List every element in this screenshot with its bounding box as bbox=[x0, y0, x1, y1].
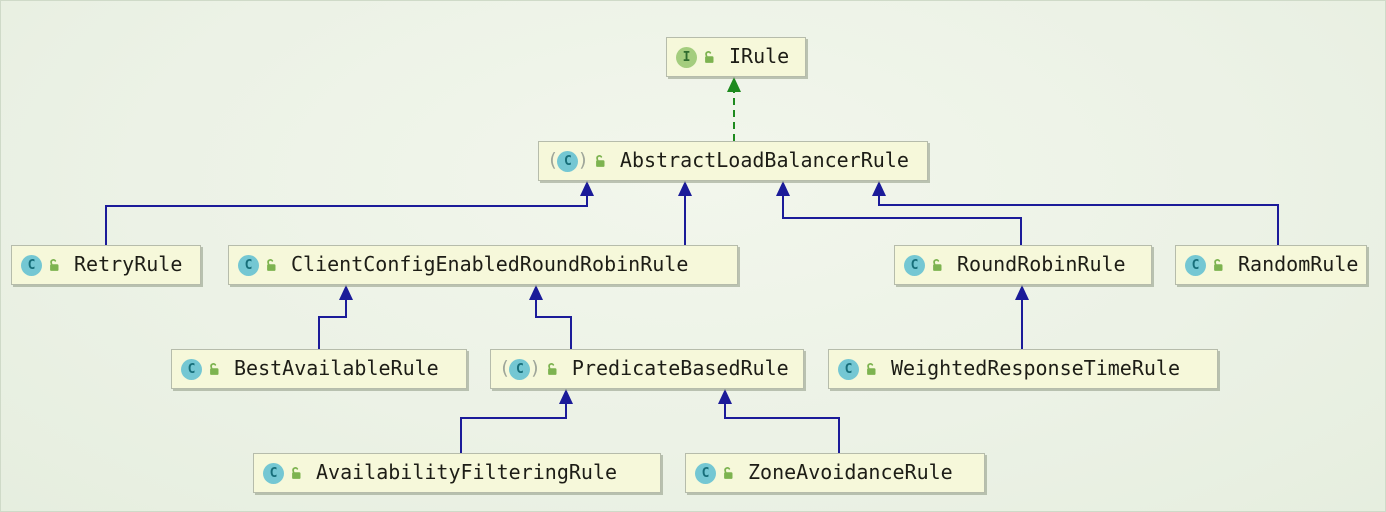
kind-icon: C bbox=[263, 462, 284, 484]
public-visibility-lock-icon bbox=[596, 155, 605, 167]
generalization-arrowhead bbox=[559, 389, 573, 404]
kind-icon: C bbox=[557, 150, 579, 172]
generalization-edge-RandomRule bbox=[878, 193, 1279, 245]
class-node-ZoneAvoidanceRule[interactable]: ( C ) ZoneAvoidanceRule bbox=[685, 453, 985, 493]
generalization-edge-RetryRule bbox=[105, 193, 588, 245]
class-name-label: RetryRule bbox=[74, 252, 183, 276]
generalization-arrowhead bbox=[718, 389, 732, 404]
class-name-label: RandomRule bbox=[1238, 252, 1359, 276]
class-name-label: WeightedResponseTimeRule bbox=[891, 356, 1180, 380]
public-visibility-lock-icon bbox=[548, 363, 557, 375]
generalization-arrowhead bbox=[339, 285, 353, 300]
abstract-class-paren-icon: ( bbox=[499, 356, 511, 379]
generalization-edge-AvailabilityFilteringRule bbox=[460, 401, 567, 453]
kind-icon: C bbox=[509, 358, 531, 380]
class-name-label: AvailabilityFilteringRule bbox=[316, 460, 618, 484]
class-node-AvailabilityFilteringRule[interactable]: ( C ) AvailabilityFilteringRule bbox=[253, 453, 661, 493]
abstract-class-paren-icon: ( bbox=[547, 148, 559, 171]
generalization-arrowhead bbox=[1015, 285, 1029, 300]
public-visibility-lock-icon bbox=[1214, 259, 1223, 271]
class-node-RoundRobinRule[interactable]: ( C ) RoundRobinRule bbox=[894, 245, 1152, 285]
class-name-label: ZoneAvoidanceRule bbox=[748, 460, 953, 484]
class-name-label: ClientConfigEnabledRoundRobinRule bbox=[291, 252, 689, 276]
kind-icon: C bbox=[695, 462, 716, 484]
class-node-RetryRule[interactable]: ( C ) RetryRule bbox=[11, 245, 201, 285]
class-name-label: IRule bbox=[729, 44, 790, 68]
public-visibility-lock-icon bbox=[933, 259, 942, 271]
abstract-class-paren-icon: ) bbox=[529, 356, 541, 379]
kind-icon: I bbox=[676, 46, 697, 68]
class-name-label: RoundRobinRule bbox=[957, 252, 1126, 276]
public-visibility-lock-icon bbox=[50, 259, 59, 271]
class-node-BestAvailableRule[interactable]: ( C ) BestAvailableRule bbox=[171, 349, 467, 389]
kind-icon: C bbox=[181, 358, 202, 380]
class-node-WeightedResponseTimeRule[interactable]: ( C ) WeightedResponseTimeRule bbox=[828, 349, 1218, 389]
class-node-AbstractLoadBalancerRule[interactable]: ( C ) AbstractLoadBalancerRule bbox=[538, 141, 928, 181]
kind-icon: C bbox=[1185, 254, 1206, 276]
realization-arrowhead bbox=[727, 77, 741, 92]
generalization-edge-RoundRobinRule bbox=[782, 193, 1022, 245]
generalization-arrowhead bbox=[580, 181, 594, 196]
class-node-RandomRule[interactable]: ( C ) RandomRule bbox=[1175, 245, 1367, 285]
public-visibility-lock-icon bbox=[210, 363, 219, 375]
class-name-label: PredicateBasedRule bbox=[571, 356, 789, 380]
public-visibility-lock-icon bbox=[267, 259, 276, 271]
abstract-class-paren-icon: ) bbox=[577, 148, 589, 171]
class-node-PredicateBasedRule[interactable]: ( C ) PredicateBasedRule bbox=[490, 349, 804, 389]
class-node-IRule[interactable]: ( I ) IRule bbox=[666, 37, 806, 77]
class-name-label: AbstractLoadBalancerRule bbox=[619, 148, 909, 172]
generalization-edge-PredicateBasedRule bbox=[535, 297, 572, 349]
public-visibility-lock-icon bbox=[724, 467, 733, 479]
generalization-arrowhead bbox=[872, 181, 886, 196]
public-visibility-lock-icon bbox=[292, 467, 301, 479]
public-visibility-lock-icon bbox=[705, 51, 714, 63]
kind-icon: C bbox=[21, 254, 42, 276]
generalization-arrowhead bbox=[776, 181, 790, 196]
generalization-arrowhead bbox=[529, 285, 543, 300]
class-node-ClientConfigEnabledRoundRobinRule[interactable]: ( C ) ClientConfigEnabledRoundRobinRule bbox=[228, 245, 738, 285]
class-name-label: BestAvailableRule bbox=[234, 356, 439, 380]
kind-icon: C bbox=[238, 254, 259, 276]
public-visibility-lock-icon bbox=[867, 363, 876, 375]
kind-icon: C bbox=[904, 254, 925, 276]
kind-icon: C bbox=[838, 358, 859, 380]
generalization-edge-BestAvailableRule bbox=[318, 297, 347, 349]
generalization-arrowhead bbox=[678, 181, 692, 196]
generalization-edge-ZoneAvoidanceRule bbox=[724, 401, 840, 453]
